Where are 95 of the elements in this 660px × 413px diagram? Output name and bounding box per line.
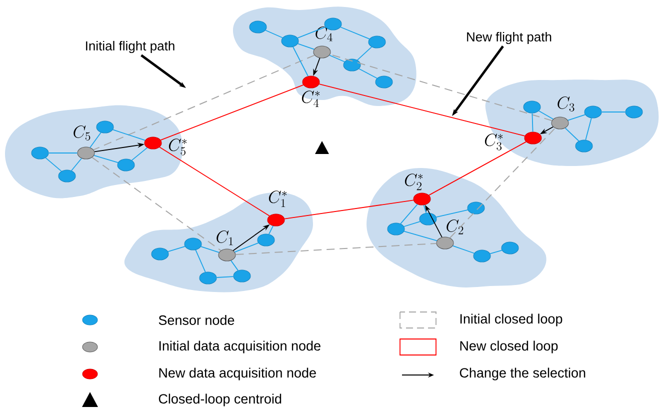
node-label: $C_3$	[558, 96, 574, 112]
sensor-node	[343, 58, 361, 72]
sensor-node	[58, 170, 76, 182]
sensor-node	[473, 250, 491, 262]
link-line	[292, 46, 308, 77]
node-label: $C_1$	[216, 230, 233, 246]
link-line	[265, 30, 283, 38]
callout-text: Initial flight path	[86, 40, 174, 54]
sensor-node	[575, 140, 593, 152]
sensor-node	[117, 158, 135, 172]
sensor-node	[501, 242, 519, 254]
link-line	[216, 276, 234, 278]
link-line	[436, 209, 468, 218]
node-label: $C_1^*$	[268, 190, 287, 208]
acquisition-node	[144, 136, 162, 150]
link-line	[268, 225, 274, 235]
sensor-node	[151, 248, 169, 260]
node-label: $C_4^*$	[302, 90, 320, 108]
sensor-node	[467, 202, 485, 214]
acquisition-node	[551, 116, 569, 130]
link-line	[168, 246, 186, 252]
sensor-node	[233, 270, 251, 282]
legend-text: Change the selection	[460, 368, 586, 380]
link-line	[131, 147, 148, 161]
sensor-node	[375, 76, 393, 88]
initial-loop-line	[93, 54, 315, 150]
node-label: $C_5$	[74, 125, 90, 140]
link-line	[195, 250, 206, 272]
sensor-node	[523, 100, 541, 114]
new-loop-line	[159, 146, 270, 216]
sensor-node	[96, 120, 114, 134]
link-line	[200, 246, 220, 253]
acquisition-node	[524, 132, 542, 144]
link-line	[71, 158, 82, 172]
link-line	[48, 152, 78, 154]
link-line	[112, 129, 146, 141]
sensor-node	[199, 272, 217, 284]
acquisition-node	[218, 248, 236, 262]
link-line	[404, 221, 420, 227]
acquisition-node	[413, 192, 431, 206]
legend-text: Closed-loop centroid	[158, 394, 282, 406]
node-label: $C_5^*$	[168, 138, 187, 156]
acquisition-node	[302, 76, 320, 88]
sensor-node	[387, 222, 405, 236]
link-line	[230, 260, 238, 271]
link-line	[297, 43, 315, 50]
link-line	[585, 118, 592, 140]
initial-loop-line	[449, 128, 556, 238]
new-loop-line	[428, 141, 527, 196]
acquisition-node	[267, 214, 285, 226]
link-line	[404, 230, 438, 242]
link-line	[358, 68, 378, 79]
link-line	[400, 204, 418, 224]
link-line	[234, 242, 259, 252]
new-loop-line	[160, 84, 304, 140]
new-loop-line	[284, 200, 414, 220]
link-line	[94, 154, 118, 164]
link-line	[45, 157, 62, 172]
link-line	[538, 110, 554, 120]
sensor-node	[249, 20, 267, 34]
legend-text: New closed loop	[460, 340, 558, 354]
sensor-node	[625, 106, 643, 118]
link-line	[490, 250, 502, 254]
link-line	[564, 128, 580, 142]
legend-text: Sensor node	[158, 315, 234, 325]
legend-text: Initial closed loop	[460, 314, 562, 326]
node-label: $C_3^*$	[484, 134, 503, 150]
acquisition-node	[436, 236, 454, 250]
sensor-node	[584, 106, 602, 118]
callout-text: New flight path	[467, 32, 552, 44]
sensor-node	[257, 234, 275, 246]
node-label: $C_2^*$	[404, 174, 423, 190]
link-line	[356, 46, 372, 61]
acquisition-node	[77, 146, 95, 160]
new-loop-line	[318, 84, 526, 136]
link-line	[90, 132, 102, 148]
legend-text: Initial data acquisition node	[159, 340, 320, 354]
node-label: $C_2$	[446, 219, 464, 234]
sensor-node	[184, 238, 202, 250]
sensor-node	[419, 212, 437, 226]
link-line	[452, 245, 475, 254]
sensor-node	[281, 34, 299, 48]
initial-loop-line	[92, 156, 222, 252]
acquisition-node	[313, 46, 331, 58]
sensor-node	[368, 36, 386, 48]
link-line	[532, 112, 534, 132]
initial-loop-line	[235, 242, 437, 256]
link-line	[423, 204, 427, 214]
link-line	[297, 26, 326, 38]
link-line	[568, 114, 586, 121]
legend-text: New data acquisition node	[159, 368, 316, 380]
link-line	[340, 26, 370, 40]
initial-loop-line	[330, 54, 552, 122]
sensor-node	[31, 146, 49, 160]
link-line	[329, 54, 345, 62]
